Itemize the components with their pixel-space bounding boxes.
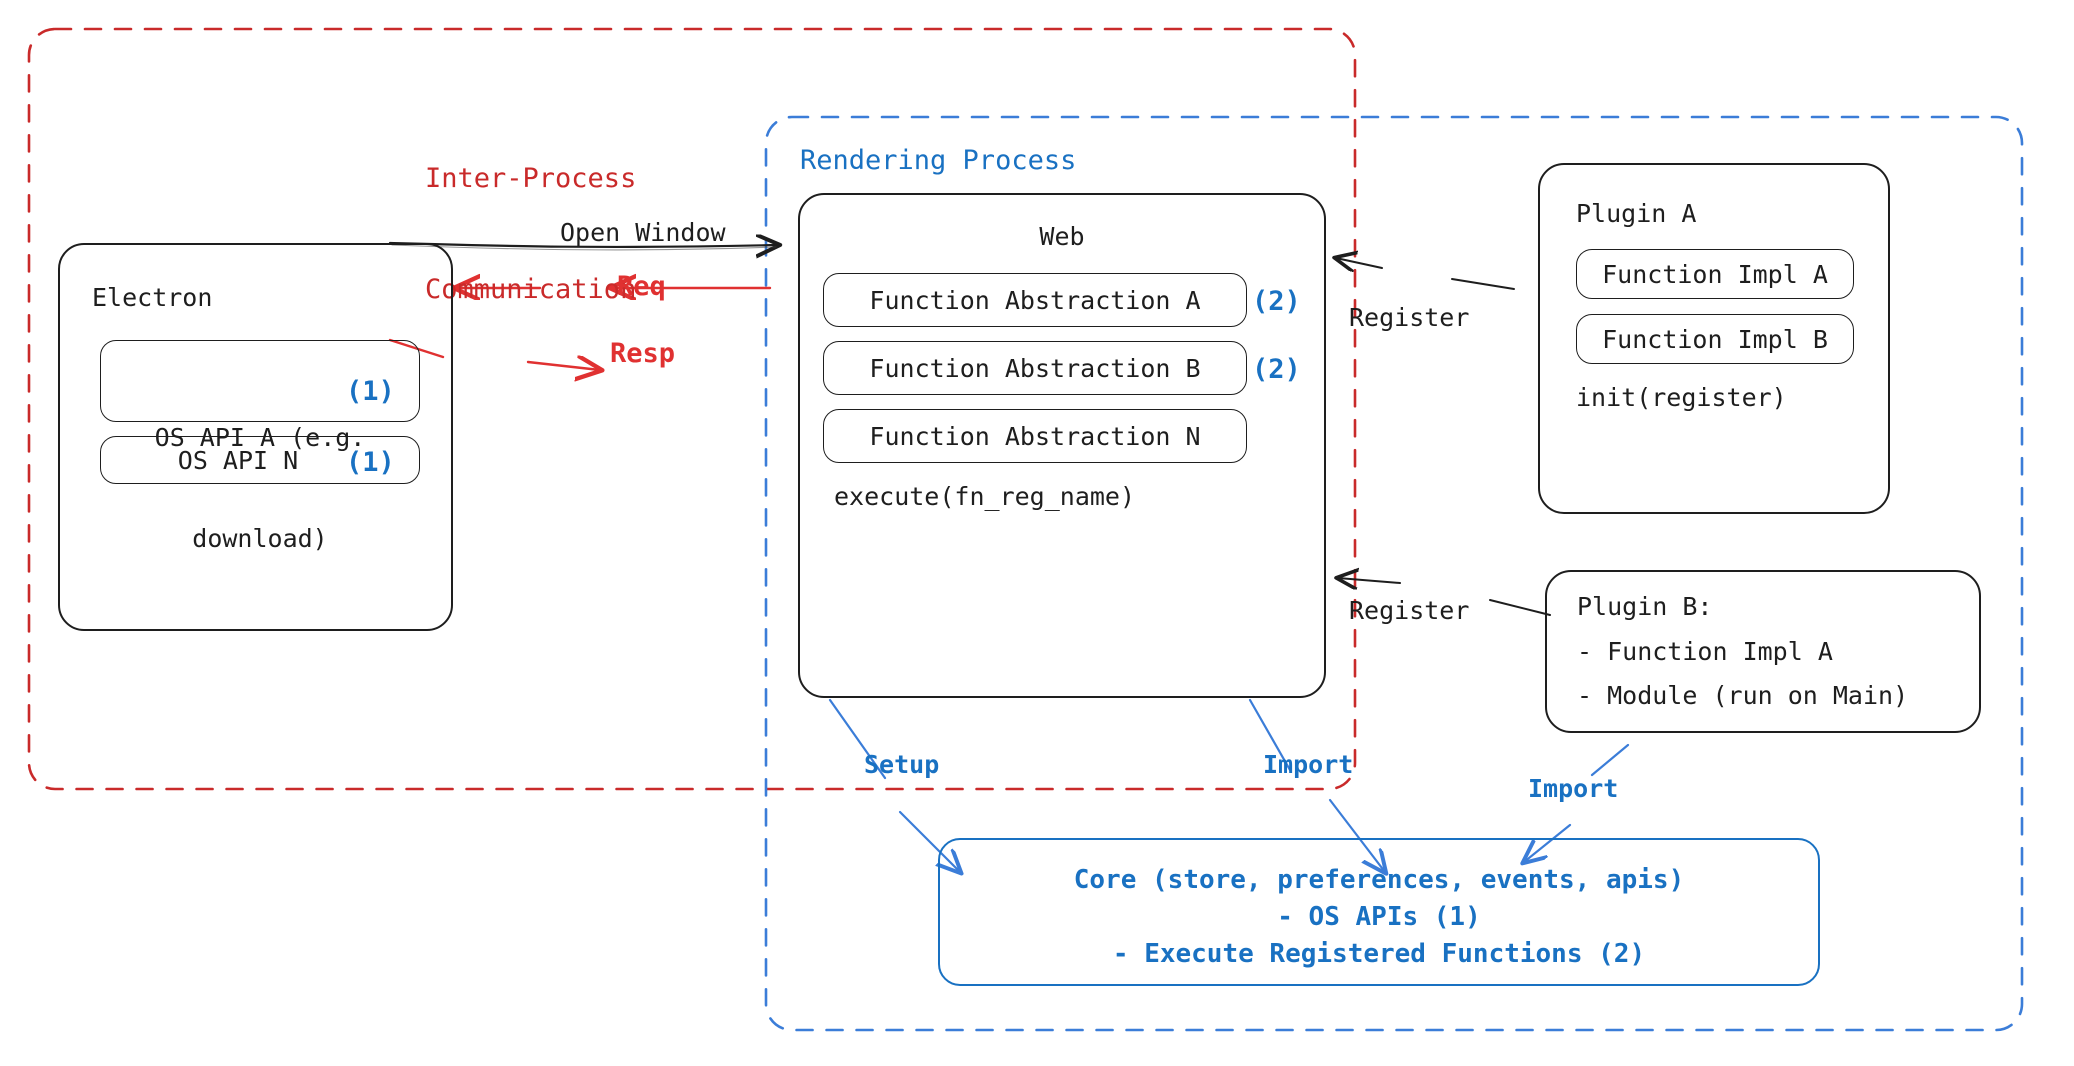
function-abstraction-a-marker: (2)	[1252, 286, 1301, 317]
function-abstraction-b-box[interactable]: Function Abstraction B	[823, 341, 1247, 395]
electron-title: Electron	[92, 283, 213, 312]
fa-a-wrap: Function Abstraction A	[824, 274, 1246, 326]
import-plugin-b-label: Import	[1528, 774, 1619, 803]
setup-label: Setup	[864, 750, 940, 779]
group-label-rendering: Rendering Process	[800, 145, 1077, 176]
core-line-1: Core (store, preferences, events, apis)	[1073, 865, 1685, 895]
function-abstraction-a-box[interactable]: Function Abstraction A	[823, 273, 1247, 327]
os-api-a-box[interactable]: OS API A (e.g. download)	[100, 340, 420, 553]
function-abstraction-b-label: Function Abstraction B	[869, 353, 1201, 383]
fa-n-wrap: Function Abstraction N	[824, 410, 1246, 462]
fa-b-wrap: Function Abstraction B	[824, 342, 1246, 394]
os-api-a-line2: download)	[192, 523, 328, 553]
ipc-label-line2: Communication	[425, 274, 637, 306]
register-a-label: Register	[1349, 303, 1470, 332]
req-label: Req	[617, 271, 666, 302]
function-impl-a-box[interactable]: Function Impl A	[1576, 249, 1854, 299]
plugin-b-title: Plugin B:	[1577, 592, 1713, 621]
plugin-b-line-2: - Module (run on Main)	[1577, 681, 1909, 710]
plugin-a-box: Plugin A Function Impl A Function Impl B…	[1538, 163, 1890, 514]
function-impl-b-box[interactable]: Function Impl B	[1576, 314, 1854, 364]
web-box: Web Function Abstraction A (2) Function …	[798, 193, 1326, 698]
os-api-n-box[interactable]: OS API N	[100, 436, 420, 484]
plugin-a-title: Plugin A	[1576, 199, 1697, 228]
function-impl-a-label: Function Impl A	[1602, 259, 1828, 289]
core-line-2: - OS APIs (1)	[1277, 901, 1481, 932]
fi-b-wrap: Function Impl B	[1577, 315, 1853, 363]
os-api-n-label: OS API N	[177, 445, 299, 475]
os-api-a-line1: OS API A (e.g.	[154, 423, 366, 452]
execute-fn-label: execute(fn_reg_name)	[834, 482, 1136, 511]
core-line-3: - Execute Registered Functions (2)	[1112, 938, 1646, 969]
core-box: Core (store, preferences, events, apis) …	[938, 838, 1820, 986]
web-title: Web	[1039, 222, 1085, 251]
edge-register-a	[1336, 258, 1515, 290]
function-abstraction-a-label: Function Abstraction A	[869, 285, 1201, 315]
function-abstraction-n-box[interactable]: Function Abstraction N	[823, 409, 1247, 463]
os-api-a-marker: (1)	[346, 376, 395, 407]
electron-box: Electron OS API A (e.g. download) (1) OS…	[58, 243, 453, 631]
function-impl-b-label: Function Impl B	[1602, 324, 1828, 354]
function-abstraction-n-label: Function Abstraction N	[869, 421, 1201, 451]
plugin-b-box: Plugin B: - Function Impl A - Module (ru…	[1545, 570, 1981, 733]
group-label-ipc: Inter-Process Communication	[425, 85, 636, 383]
plugin-b-line-1: - Function Impl A	[1577, 637, 1833, 666]
function-abstraction-b-marker: (2)	[1252, 354, 1301, 385]
resp-label: Resp	[610, 338, 676, 369]
init-register-label: init(register)	[1576, 383, 1787, 412]
os-api-a-label: OS API A (e.g. download)	[101, 354, 419, 622]
import-web-label: Import	[1263, 750, 1354, 779]
ipc-label-line1: Inter-Process	[425, 162, 637, 194]
fi-a-wrap: Function Impl A	[1577, 250, 1853, 298]
register-b-label: Register	[1349, 596, 1470, 625]
core-text: Core (store, preferences, events, apis) …	[940, 840, 1818, 973]
os-api-n-marker: (1)	[346, 447, 395, 478]
open-window-label: Open Window	[560, 218, 726, 247]
os-api-n-label-wrap: OS API N	[101, 437, 419, 483]
